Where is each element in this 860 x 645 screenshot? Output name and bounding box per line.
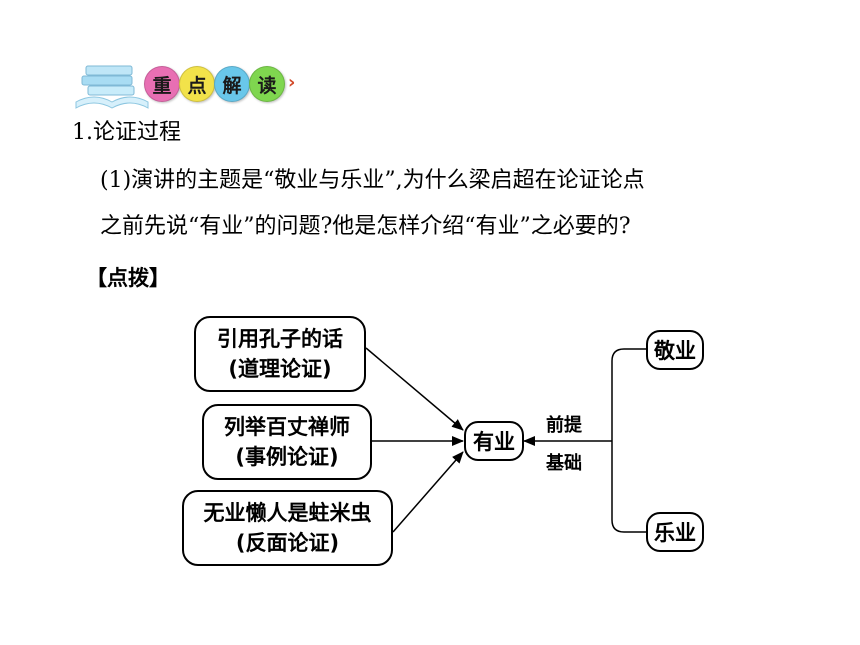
books-icon: [75, 65, 149, 109]
node-1-subtitle: (道理论证): [228, 357, 332, 381]
section-banner: 重 点 解 读 ›: [72, 58, 312, 114]
node-3-subtitle: (反面论证): [235, 531, 340, 555]
banner-char-1: 重: [144, 66, 180, 102]
chevron-right-icon: ›: [288, 72, 296, 93]
node-1-title: 引用孔子的话: [217, 326, 343, 351]
banner-char-3: 解: [214, 66, 250, 102]
arrow-from-node-1: [365, 347, 464, 431]
hint-label: 【点拨】: [86, 266, 170, 290]
question-line-1: (1)演讲的主题是“敬业与乐业”,为什么梁启超在论证论点: [100, 168, 645, 193]
arrow-from-node-3: [392, 451, 464, 533]
edge-label-premise: 前提: [546, 415, 582, 436]
node-example-baizhang: 列举百丈禅师 (事例论证): [202, 404, 372, 480]
question-line-2: 之前先说“有业”的问题?他是怎样介绍“有业”之必要的?: [100, 214, 631, 239]
node-youye: 有业: [464, 421, 524, 461]
brace-right: [611, 348, 646, 533]
node-counter-argument: 无业懒人是蛀米虫 (反面论证): [182, 490, 393, 566]
banner-char-4: 读: [249, 66, 285, 102]
node-quote-confucius: 引用孔子的话 (道理论证): [194, 316, 366, 392]
section-heading: 1.论证过程: [72, 120, 181, 145]
node-2-subtitle: (事例论证): [235, 445, 339, 469]
banner-char-2: 点: [179, 66, 215, 102]
edge-label-foundation: 基础: [546, 453, 582, 474]
node-3-title: 无业懒人是蛀米虫: [203, 500, 372, 525]
node-jingye: 敬业: [646, 330, 704, 370]
node-2-title: 列举百丈禅师: [224, 414, 350, 439]
node-leye: 乐业: [646, 512, 704, 552]
